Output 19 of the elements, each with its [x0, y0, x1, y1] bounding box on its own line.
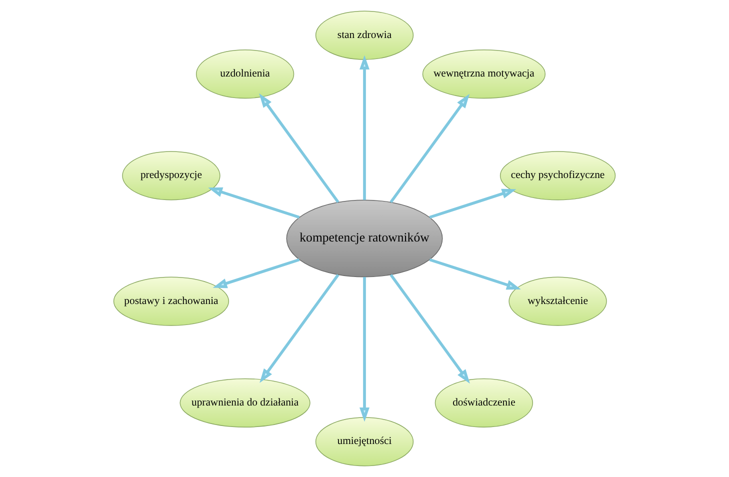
- arrow: [259, 93, 340, 204]
- arrow: [212, 258, 300, 288]
- node-ellipse: uzdolnienia: [196, 50, 294, 99]
- node-ellipse: kompetencje ratowników: [286, 200, 443, 278]
- node-ellipse: umiejętności: [315, 417, 414, 466]
- node-ellipse: wewnętrzna motywacja: [422, 50, 546, 99]
- arrow: [208, 187, 300, 219]
- node-ellipse: stan zdrowia: [315, 10, 414, 60]
- arrow: [429, 188, 516, 219]
- node-ellipse: uprawnienia do działania: [180, 378, 310, 428]
- arrow: [360, 55, 370, 200]
- arrow: [429, 258, 521, 290]
- arrow: [390, 94, 470, 204]
- node-ellipse: wykształcenie: [508, 276, 607, 326]
- arrow: [390, 274, 470, 384]
- arrow: [360, 276, 370, 422]
- node-ellipse: doświadczenie: [434, 378, 534, 428]
- node-ellipse: predyspozycje: [122, 151, 220, 200]
- arrow: [260, 274, 340, 383]
